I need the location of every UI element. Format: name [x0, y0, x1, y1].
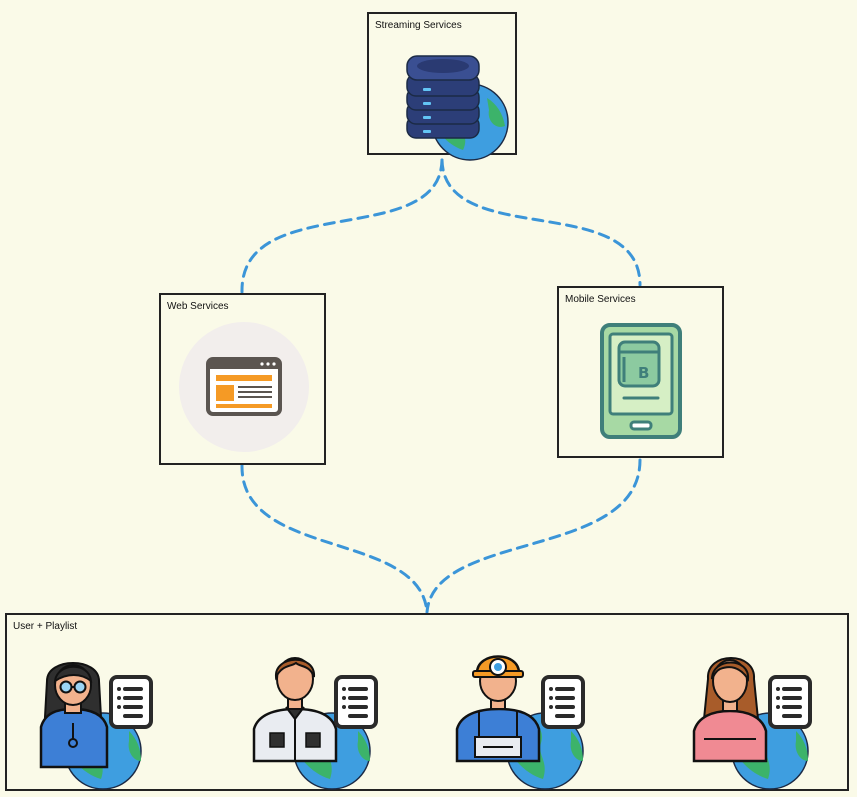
- streaming-services-node[interactable]: Streaming Services: [367, 12, 517, 161]
- web-services-label: Web Services: [167, 301, 229, 312]
- browser-window-icon: [179, 322, 309, 452]
- woman-glasses-user-icon: [39, 662, 153, 790]
- web-services-node[interactable]: Web Services: [159, 293, 326, 465]
- connector-mobile-users: [425, 458, 642, 614]
- user-playlist-label: User + Playlist: [13, 621, 78, 632]
- mobile-services-label: Mobile Services: [565, 294, 636, 305]
- mobile-phone-icon: B: [600, 323, 682, 439]
- connector-web-users: [240, 463, 429, 614]
- streaming-services-label: Streaming Services: [375, 20, 462, 31]
- user-playlist-node[interactable]: User + Playlist: [5, 613, 849, 791]
- svg-text:B: B: [638, 364, 649, 382]
- woman-pink-user-icon: [692, 657, 812, 790]
- worker-helmet-user-icon: [455, 655, 585, 790]
- server-globe-icon: [406, 55, 509, 161]
- man-uniform-user-icon: [252, 657, 378, 790]
- connector-streaming-mobile: [440, 158, 642, 287]
- mobile-services-node[interactable]: Mobile Services B: [557, 286, 724, 458]
- connector-streaming-web: [240, 158, 444, 294]
